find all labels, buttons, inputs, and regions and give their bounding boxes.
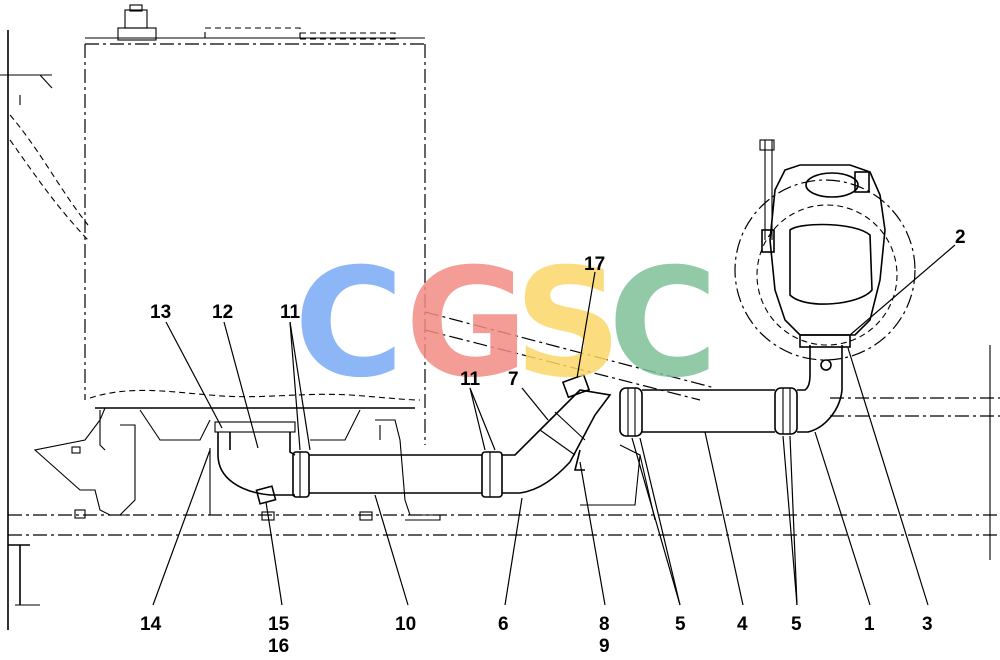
watermark-letter: G: [405, 237, 528, 411]
watermark: C G S C: [294, 237, 718, 411]
leader-lines: [152, 244, 956, 606]
callout-17: 17: [584, 254, 605, 275]
watermark-letter: C: [608, 237, 718, 411]
callout-2: 2: [955, 227, 966, 248]
tank-support: [33, 389, 441, 521]
exhaust-pipe-run: [209, 334, 851, 521]
callout-6: 6: [498, 614, 509, 635]
turbo-housing: [734, 139, 916, 361]
callout-10: 10: [395, 614, 416, 635]
callout-12: 12: [212, 302, 233, 323]
callout-labels: 13 12 11 11 7 17 2 14 15 16 10 6 8 9 5 4…: [140, 227, 966, 657]
callout-4: 4: [737, 614, 748, 635]
chassis-frame: [0, 30, 1000, 630]
tank-outline: [84, 4, 426, 445]
callout-1: 1: [864, 614, 875, 635]
callout-14: 14: [140, 614, 162, 635]
watermark-letter: C: [294, 237, 404, 411]
callout-5-left: 5: [675, 614, 686, 635]
callout-11-left: 11: [280, 302, 301, 323]
callout-9: 9: [599, 636, 610, 657]
callout-15: 15: [268, 614, 290, 635]
callout-13: 13: [150, 302, 171, 323]
callout-7: 7: [508, 369, 519, 390]
callout-3: 3: [922, 614, 933, 635]
callout-5-right: 5: [791, 614, 802, 635]
centerlines: [19, 95, 716, 401]
callout-8: 8: [599, 614, 610, 635]
callout-11-right: 11: [460, 369, 481, 390]
watermark-letter: S: [514, 237, 622, 411]
callout-16: 16: [268, 636, 289, 657]
